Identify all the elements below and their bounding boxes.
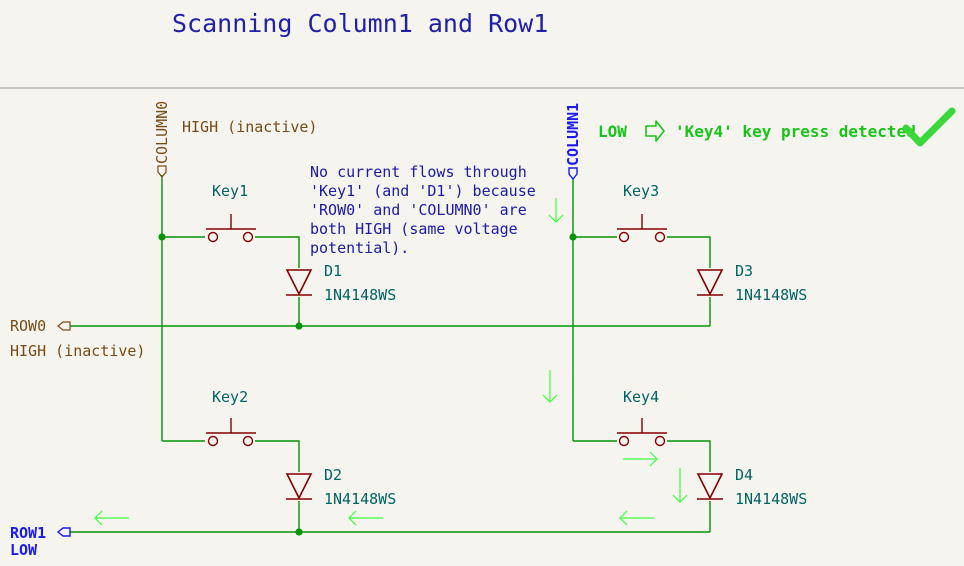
- switch-key4: Key4: [617, 388, 667, 447]
- key1-label: Key1: [212, 182, 248, 200]
- column0-state: HIGH (inactive): [182, 118, 317, 136]
- note-line-1: No current flows through: [310, 163, 527, 181]
- d4-value: 1N4148WS: [735, 490, 807, 508]
- left-arrow-icon: [348, 510, 383, 526]
- column1-name: COLUMN1: [564, 103, 582, 166]
- row1-name: ROW1: [10, 524, 46, 542]
- key3-label: Key3: [623, 182, 659, 200]
- detection-level: LOW: [598, 122, 627, 141]
- diode-d3: D3 1N4148WS: [696, 262, 807, 304]
- checkmark-icon: [902, 107, 956, 147]
- key4-label: Key4: [623, 388, 659, 406]
- d2-ref: D2: [324, 466, 342, 484]
- wires: [70, 175, 711, 533]
- diode-d1: D1 1N4148WS: [285, 262, 396, 304]
- right-arrow-icon: [623, 451, 658, 467]
- column1-net-label: COLUMN1: [564, 103, 582, 181]
- switch-key3: Key3: [617, 182, 667, 243]
- explanation-note: No current flows through 'Key1' (and 'D1…: [310, 163, 536, 257]
- diode-d4: D4 1N4148WS: [696, 466, 807, 508]
- row0-net-label: ROW0: [10, 317, 71, 335]
- schematic-title: Scanning Column1 and Row1: [172, 9, 548, 38]
- d3-ref: D3: [735, 262, 753, 280]
- d1-value: 1N4148WS: [324, 286, 396, 304]
- down-arrow-icon: [548, 198, 564, 223]
- junctions: [158, 233, 577, 536]
- switch-key2: Key2: [206, 388, 256, 447]
- d4-ref: D4: [735, 466, 753, 484]
- down-arrow-icon: [542, 370, 558, 403]
- note-line-2: 'Key1' (and 'D1') because: [310, 182, 536, 200]
- note-line-4: both HIGH (same voltage: [310, 220, 518, 238]
- left-arrow-icon: [619, 510, 654, 526]
- d2-value: 1N4148WS: [324, 490, 396, 508]
- left-arrow-icon: [94, 510, 129, 526]
- detection-message: LOW 'Key4' key press detected: [598, 107, 956, 147]
- down-arrow-icon: [672, 468, 688, 503]
- switch-key1: Key1: [206, 182, 256, 243]
- detection-text: 'Key4' key press detected: [675, 122, 916, 141]
- column0-net-label: COLUMN0: [153, 101, 171, 178]
- d1-ref: D1: [324, 262, 342, 280]
- key2-label: Key2: [212, 388, 248, 406]
- row1-state: LOW: [10, 541, 38, 559]
- current-flow-arrows: [94, 198, 688, 526]
- right-arrow-icon: [645, 120, 665, 142]
- note-line-5: potential).: [310, 239, 409, 257]
- row0-state: HIGH (inactive): [10, 342, 145, 360]
- d3-value: 1N4148WS: [735, 286, 807, 304]
- row1-net-label: ROW1: [10, 524, 71, 542]
- note-line-3: 'ROW0' and 'COLUMN0' are: [310, 201, 527, 219]
- diode-d2: D2 1N4148WS: [285, 466, 396, 508]
- row0-name: ROW0: [10, 317, 46, 335]
- column0-name: COLUMN0: [153, 101, 171, 164]
